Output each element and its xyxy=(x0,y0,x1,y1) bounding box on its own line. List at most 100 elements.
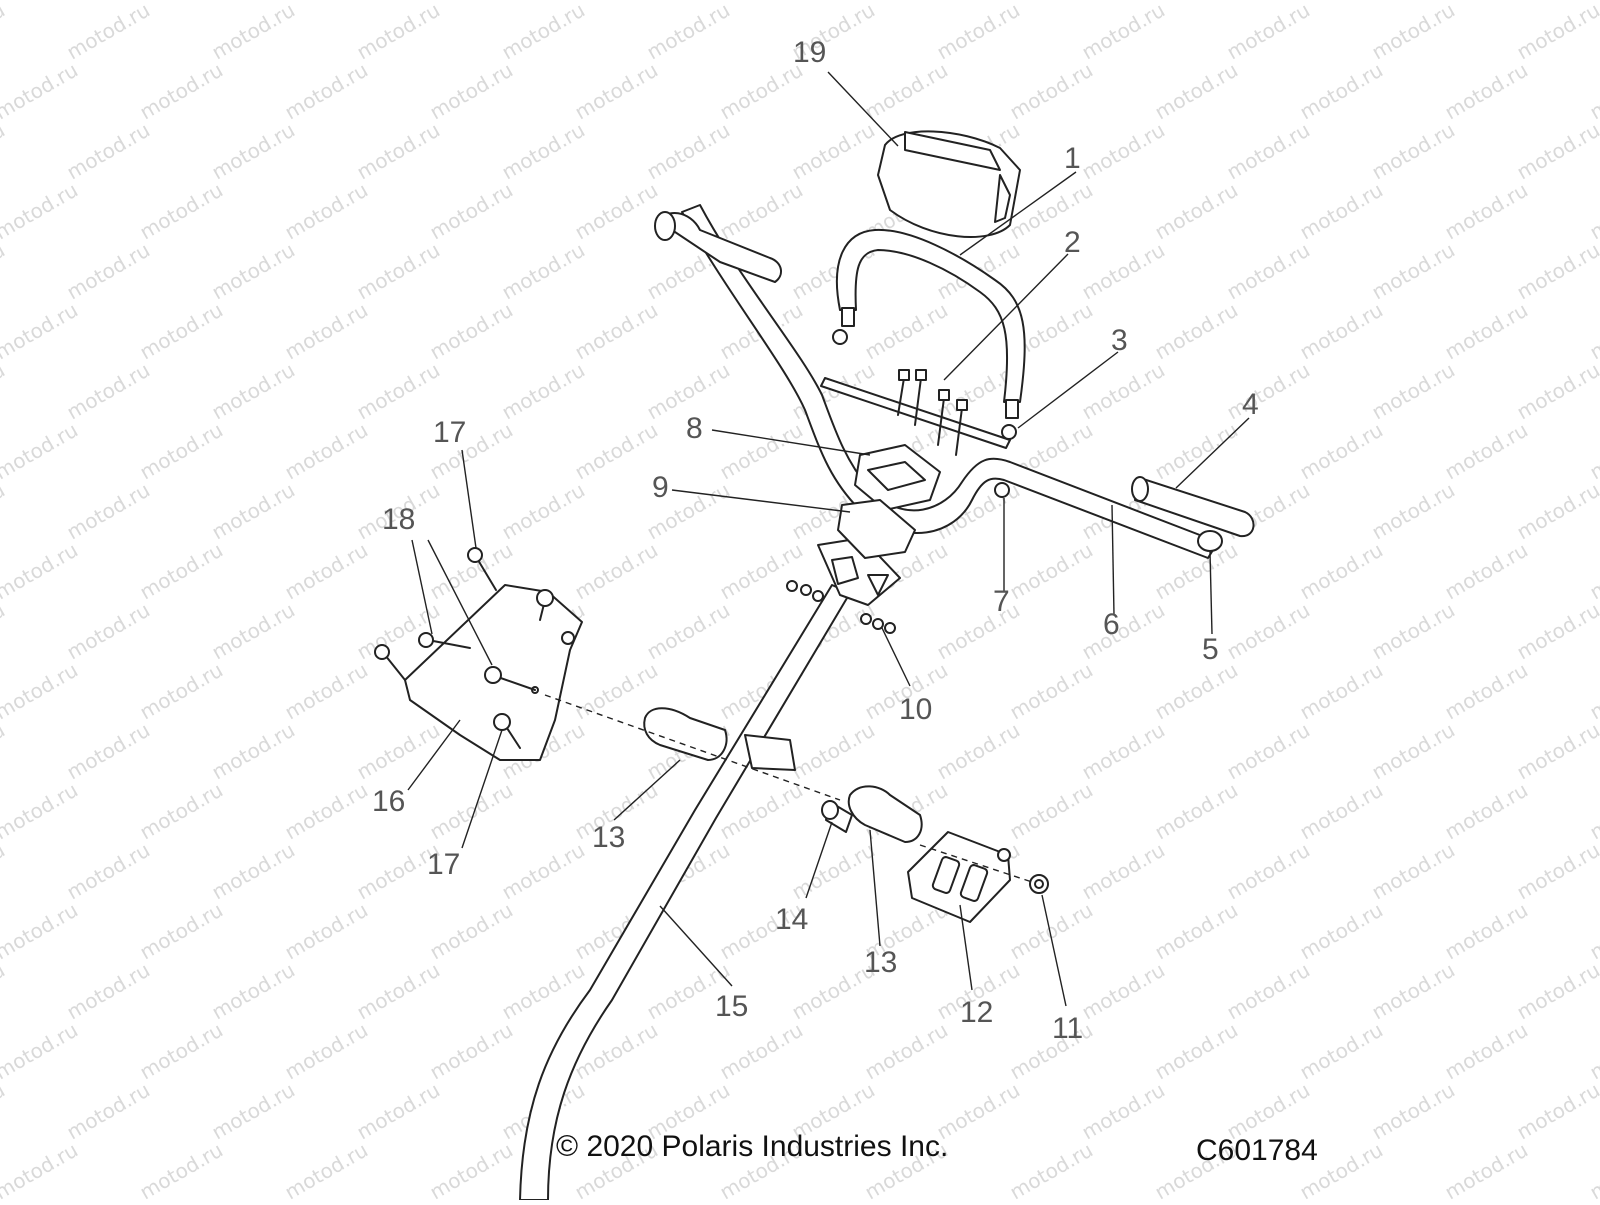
watermark-text: motod.ru xyxy=(861,298,952,365)
watermark-text: motod.ru xyxy=(1368,118,1459,185)
watermark-text: motod.ru xyxy=(1151,1018,1242,1085)
watermark-text: motod.ru xyxy=(353,598,444,665)
watermark-text: motod.ru xyxy=(643,0,734,64)
watermark-text: motod.ru xyxy=(208,478,299,545)
watermark-text: motod.ru xyxy=(0,598,9,665)
watermark-text: motod.ru xyxy=(353,358,444,425)
watermark-text: motod.ru xyxy=(1368,478,1459,545)
watermark-text: motod.ru xyxy=(1223,118,1314,185)
watermark-text: motod.ru xyxy=(1513,478,1600,545)
watermark-text: motod.ru xyxy=(0,58,82,125)
watermark-text: motod.ru xyxy=(281,58,372,125)
watermark-text: motod.ru xyxy=(1151,418,1242,485)
callout-17-bottom: 17 xyxy=(427,850,460,880)
watermark-text: motod.ru xyxy=(571,178,662,245)
watermark-text: motod.ru xyxy=(426,1138,517,1200)
watermark-text: motod.ru xyxy=(136,538,227,605)
watermark-text: motod.ru xyxy=(1078,118,1169,185)
watermark-text: motod.ru xyxy=(136,658,227,725)
watermark-text: motod.ru xyxy=(1006,58,1097,125)
watermark-text: motod.ru xyxy=(0,958,9,1025)
watermark-text: motod.ru xyxy=(1006,658,1097,725)
watermark-text: motod.ru xyxy=(1513,238,1600,305)
watermark-text: motod.ru xyxy=(281,658,372,725)
watermark-text: motod.ru xyxy=(208,598,299,665)
watermark-text: motod.ru xyxy=(208,238,299,305)
watermark-text: motod.ru xyxy=(1513,1078,1600,1145)
watermark-text: motod.ru xyxy=(1006,538,1097,605)
watermark-text: motod.ru xyxy=(1513,598,1600,665)
watermark-text: motod.ru xyxy=(1296,58,1387,125)
watermark-text: motod.ru xyxy=(788,718,879,785)
watermark-text: motod.ru xyxy=(716,178,807,245)
watermark-text: motod.ru xyxy=(0,238,9,305)
watermark-text: motod.ru xyxy=(353,718,444,785)
watermark-text: motod.ru xyxy=(1006,0,1097,4)
watermark-text: motod.ru xyxy=(1441,1018,1532,1085)
watermark-text: motod.ru xyxy=(1368,0,1459,64)
callout-13-left: 13 xyxy=(592,823,625,853)
callout-2: 2 xyxy=(1064,228,1081,258)
watermark-text: motod.ru xyxy=(1441,538,1532,605)
watermark-text: motod.ru xyxy=(63,718,154,785)
copyright-text: © 2020 Polaris Industries Inc. xyxy=(556,1132,948,1162)
watermark-text: motod.ru xyxy=(1296,538,1387,605)
watermark-text: motod.ru xyxy=(1513,958,1600,1025)
watermark-text: motod.ru xyxy=(63,0,154,64)
watermark-text: motod.ru xyxy=(1368,958,1459,1025)
watermark-text: motod.ru xyxy=(63,598,154,665)
watermark-text: motod.ru xyxy=(136,1138,227,1200)
watermark-text: motod.ru xyxy=(1078,958,1169,1025)
watermark-text: motod.ru xyxy=(0,658,82,725)
watermark-text: motod.ru xyxy=(63,1078,154,1145)
watermark-text: motod.ru xyxy=(208,838,299,905)
watermark-text: motod.ru xyxy=(281,1138,372,1200)
watermark-text: motod.ru xyxy=(281,898,372,965)
watermark-text: motod.ru xyxy=(1078,238,1169,305)
watermark-text: motod.ru xyxy=(1151,178,1242,245)
watermark-text: motod.ru xyxy=(63,238,154,305)
callout-16: 16 xyxy=(372,787,405,817)
callout-5: 5 xyxy=(1202,635,1219,665)
watermark-text: motod.ru xyxy=(136,58,227,125)
watermark-text: motod.ru xyxy=(1441,898,1532,965)
watermark-text: motod.ru xyxy=(498,358,589,425)
watermark-text: motod.ru xyxy=(1586,658,1600,725)
watermark-text: motod.ru xyxy=(426,298,517,365)
watermark-text: motod.ru xyxy=(208,0,299,64)
watermark-text: motod.ru xyxy=(208,1078,299,1145)
watermark-text: motod.ru xyxy=(1006,778,1097,845)
watermark-text: motod.ru xyxy=(136,898,227,965)
watermark-text: motod.ru xyxy=(1078,598,1169,665)
watermark-text: motod.ru xyxy=(933,718,1024,785)
watermark-text: motod.ru xyxy=(353,1078,444,1145)
watermark-text: motod.ru xyxy=(1586,1138,1600,1200)
watermark-text: motod.ru xyxy=(0,1138,82,1200)
watermark-text: motod.ru xyxy=(1223,958,1314,1025)
watermark-text: motod.ru xyxy=(1586,1018,1600,1085)
watermark-text: motod.ru xyxy=(1223,598,1314,665)
watermark-text: motod.ru xyxy=(353,118,444,185)
watermark-text: motod.ru xyxy=(0,1018,82,1085)
callout-4: 4 xyxy=(1242,390,1259,420)
watermark-text: motod.ru xyxy=(933,598,1024,665)
watermark-text: motod.ru xyxy=(1586,58,1600,125)
watermark-text: motod.ru xyxy=(1223,0,1314,64)
watermark-text: motod.ru xyxy=(426,178,517,245)
watermark-text: motod.ru xyxy=(281,538,372,605)
watermark-text: motod.ru xyxy=(208,958,299,1025)
watermark-text: motod.ru xyxy=(136,418,227,485)
watermark-text: motod.ru xyxy=(498,478,589,545)
watermark-text: motod.ru xyxy=(1151,0,1242,4)
watermark-text: motod.ru xyxy=(281,0,372,4)
watermark-text: motod.ru xyxy=(0,478,9,545)
watermark-text: motod.ru xyxy=(1586,898,1600,965)
watermark-text: motod.ru xyxy=(1006,1138,1097,1200)
nut-part-11 xyxy=(1030,875,1048,893)
watermark-text: motod.ru xyxy=(1223,838,1314,905)
watermark-text: motod.ru xyxy=(643,118,734,185)
callout-17-top: 17 xyxy=(433,418,466,448)
watermark-text: motod.ru xyxy=(1296,298,1387,365)
